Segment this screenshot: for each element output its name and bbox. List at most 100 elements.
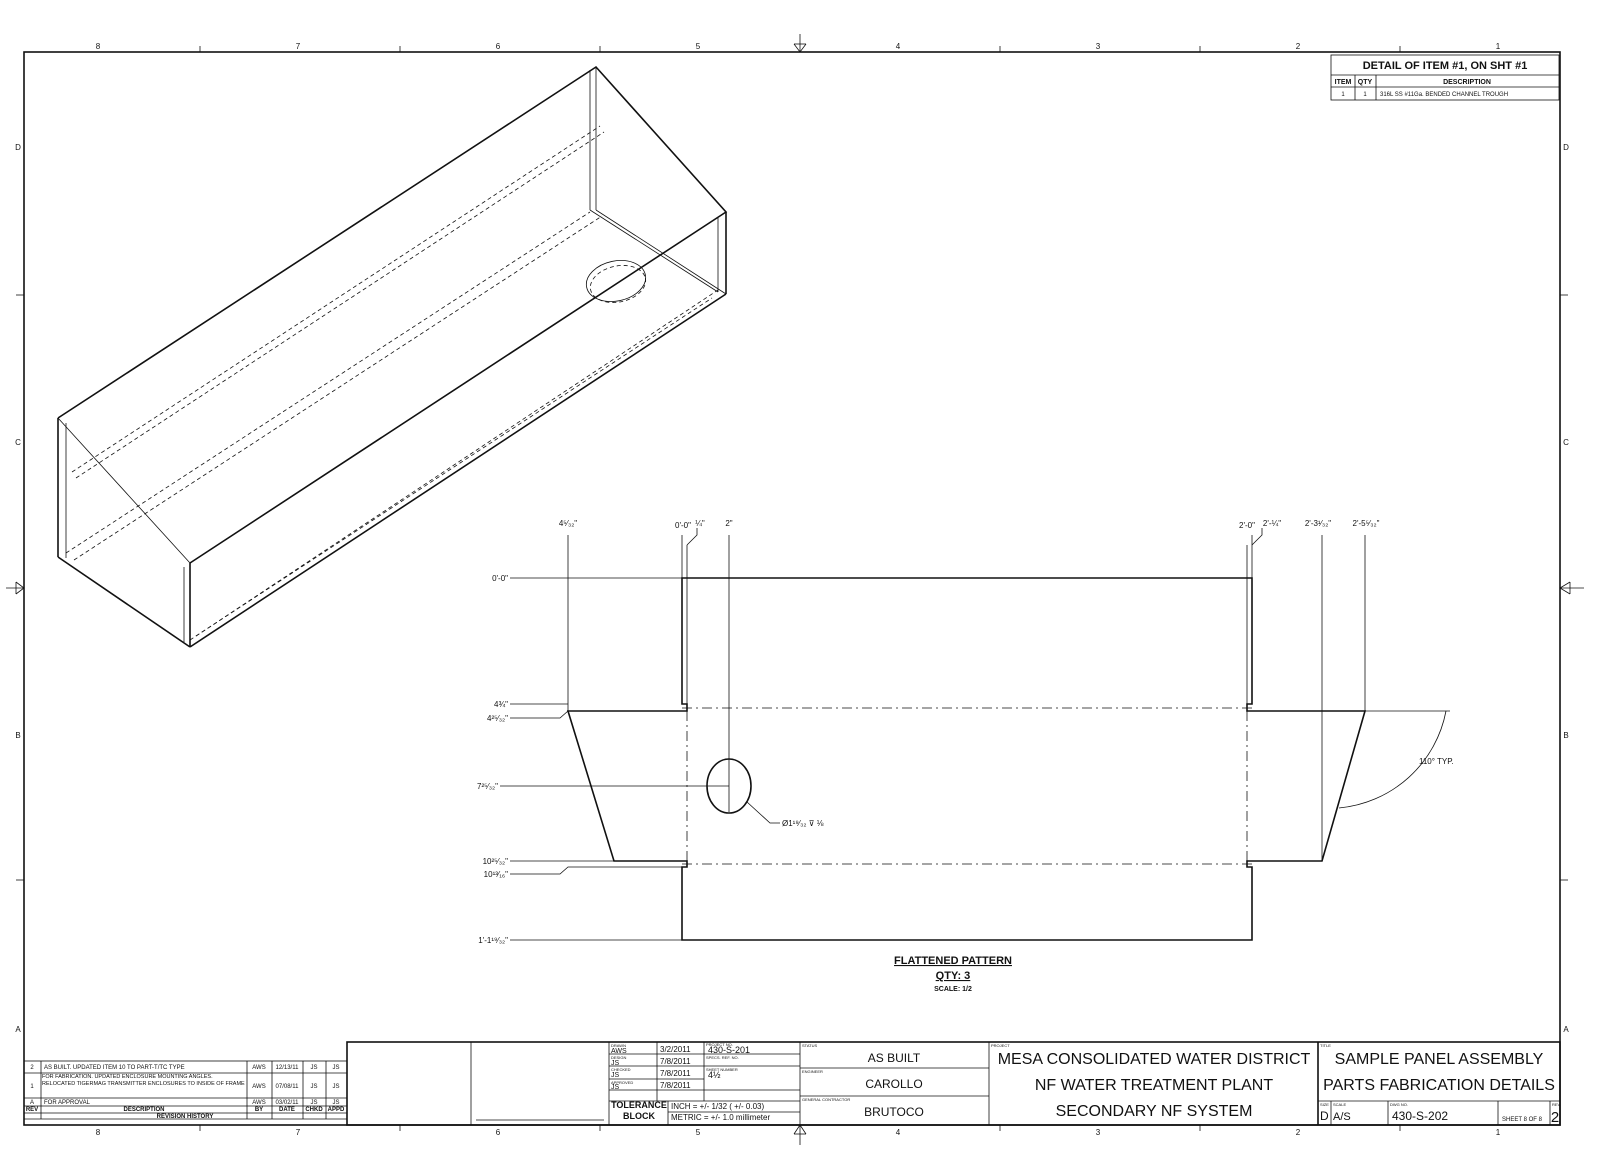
flattened-pattern-scale: SCALE: 1/2 bbox=[934, 986, 972, 993]
dim-top-two: 2" bbox=[725, 519, 732, 528]
dim-top-2ft-quarter: 2'-¼" bbox=[1263, 519, 1281, 528]
zone-labels: 8 7 6 5 4 3 2 1 8 7 6 5 4 3 2 1 D C B A … bbox=[15, 42, 1569, 1137]
spec-label: SPECS. REF. NO. bbox=[706, 1055, 739, 1060]
hole-callout: Ø1¹⁹⁄₃₂ ⊽ ⅛ bbox=[782, 819, 824, 828]
dim-top-left: 4⁵⁄₃₂" bbox=[559, 519, 577, 528]
flattened-pattern-view bbox=[500, 528, 1450, 941]
tolerance-metric: METRIC = +/- 1.0 millimeter bbox=[671, 1113, 770, 1122]
dwg-no: 430-S-202 bbox=[1392, 1109, 1448, 1123]
dim-top-2ft-3: 2'-3¹⁄₃₂" bbox=[1305, 519, 1331, 528]
dim-left-zero: 0'-0" bbox=[492, 574, 508, 583]
dim-left-4-25-32: 4²⁵⁄₃₂" bbox=[487, 714, 508, 723]
rev-row-desc: FOR APPROVAL bbox=[44, 1100, 91, 1106]
desc-header: DESCRIPTION bbox=[123, 1107, 164, 1113]
zone-label-bottom: 2 bbox=[1296, 1128, 1301, 1137]
dim-top-zero: 0'-0" bbox=[675, 521, 691, 530]
by-header: BY bbox=[255, 1107, 263, 1113]
rev-value: 2 bbox=[1551, 1109, 1559, 1126]
angle-callout: 110° TYP. bbox=[1419, 757, 1454, 766]
isometric-trough-view bbox=[57, 65, 728, 648]
dim-left-1ft-1: 1'-1¹⁹⁄₃₂" bbox=[478, 936, 508, 945]
flattened-pattern-title: FLATTENED PATTERN bbox=[894, 955, 1012, 967]
zone-label-right: B bbox=[1563, 731, 1568, 740]
dim-left-7-25-32: 7²⁵⁄₃₂" bbox=[477, 782, 498, 791]
center-mark-top-icon bbox=[793, 34, 807, 53]
zone-label-bottom: 5 bbox=[696, 1128, 701, 1137]
rev-header: REV bbox=[26, 1107, 38, 1113]
zone-label-bottom: 6 bbox=[496, 1128, 501, 1137]
rev-row-by: AWS bbox=[252, 1084, 265, 1090]
title-block: DRAWN AWS 3/2/2011 DESIGN JS 7/8/2011 CH… bbox=[346, 1041, 1561, 1126]
center-mark-bottom-icon bbox=[793, 1124, 807, 1145]
project-line-2: NF WATER TREATMENT PLANT bbox=[1035, 1077, 1273, 1094]
zone-label-top: 4 bbox=[896, 42, 901, 51]
drawn-date: 3/2/2011 bbox=[660, 1045, 691, 1054]
size-label: SIZE bbox=[1320, 1102, 1329, 1107]
zone-label-top: 2 bbox=[1296, 42, 1301, 51]
zone-label-top: 6 bbox=[496, 42, 501, 51]
zone-label-top: 8 bbox=[96, 42, 101, 51]
rev-row-by: AWS bbox=[252, 1065, 265, 1071]
rev-row-date: 12/13/11 bbox=[276, 1065, 300, 1071]
description-value: 316L SS #11Ga. BENDED CHANNEL TROUGH bbox=[1380, 92, 1508, 98]
zone-label-left: D bbox=[15, 143, 21, 152]
zone-label-top: 1 bbox=[1496, 42, 1501, 51]
tolerance-label: TOLERANCE bbox=[611, 1100, 667, 1110]
rev-row-date: 03/02/11 bbox=[276, 1100, 300, 1106]
checked-date: 7/8/2011 bbox=[660, 1069, 691, 1078]
project-label: PROJECT bbox=[991, 1043, 1010, 1048]
dim-top-quarter: ¼" bbox=[695, 519, 705, 528]
engineer-label: ENGINEER bbox=[802, 1069, 823, 1074]
tolerance-label: BLOCK bbox=[623, 1111, 655, 1121]
scale-label: SCALE bbox=[1333, 1102, 1346, 1107]
date-header: DATE bbox=[279, 1107, 295, 1113]
tolerance-inch: INCH = +/- 1/32 ( +/- 0.03) bbox=[671, 1102, 764, 1111]
drawn-by: AWS bbox=[611, 1048, 627, 1055]
project-line-3: SECONDARY NF SYSTEM bbox=[1056, 1103, 1253, 1120]
title-line-2: PARTS FABRICATION DETAILS bbox=[1323, 1077, 1555, 1094]
item-value: 1 bbox=[1341, 92, 1345, 98]
zone-label-top: 5 bbox=[696, 42, 701, 51]
zone-label-right: D bbox=[1563, 143, 1569, 152]
drawn-label: DRAWN bbox=[611, 1043, 626, 1048]
zone-label-left: C bbox=[15, 438, 21, 447]
zone-label-bottom: 4 bbox=[896, 1128, 901, 1137]
revision-history-table: 2 AS BUILT. UPDATED ITEM 10 TO PART-T/TC… bbox=[23, 1060, 348, 1126]
zone-label-right: A bbox=[1563, 1025, 1569, 1034]
title-label: TITLE bbox=[1320, 1043, 1331, 1048]
rev-row-chkd: JS bbox=[310, 1100, 317, 1106]
rev-row-rev: 2 bbox=[30, 1065, 34, 1071]
designed-label: DESIGN bbox=[611, 1055, 626, 1060]
approved-by: JS bbox=[611, 1084, 620, 1091]
zone-label-top: 3 bbox=[1096, 42, 1101, 51]
sheet-of: SHEET 8 OF 8 bbox=[1502, 1117, 1543, 1123]
chkd-header: CHKD bbox=[305, 1107, 323, 1113]
zone-label-bottom: 3 bbox=[1096, 1128, 1101, 1137]
status-value: AS BUILT bbox=[868, 1051, 921, 1065]
designed-date: 7/8/2011 bbox=[660, 1057, 691, 1066]
drawing-border bbox=[6, 34, 1584, 1145]
approved-date: 7/8/2011 bbox=[660, 1081, 691, 1090]
dim-left-10-25-32: 10²⁵⁄₃₂" bbox=[483, 857, 509, 866]
checked-by: JS bbox=[611, 1072, 620, 1079]
rev-row-by: AWS bbox=[252, 1100, 265, 1106]
rev-row-appd: JS bbox=[332, 1100, 339, 1106]
rev-row-rev: 1 bbox=[30, 1084, 34, 1090]
designed-by: JS bbox=[611, 1060, 620, 1067]
contractor-label: GENERAL CONTRACTOR bbox=[802, 1097, 850, 1102]
item-detail-title: DETAIL OF ITEM #1, ON SHT #1 bbox=[1363, 60, 1528, 72]
zone-label-left: B bbox=[15, 731, 20, 740]
zone-label-bottom: 1 bbox=[1496, 1128, 1501, 1137]
zone-label-bottom: 7 bbox=[296, 1128, 301, 1137]
zone-label-bottom: 8 bbox=[96, 1128, 101, 1137]
appd-header: APPD bbox=[328, 1107, 345, 1113]
rev-row-appd: JS bbox=[332, 1065, 339, 1071]
project-no: 430-S-201 bbox=[708, 1045, 750, 1055]
dim-left-10-13-16: 10¹³⁄₁₆" bbox=[484, 870, 508, 879]
sheet-number: 4½ bbox=[708, 1070, 721, 1080]
item-header: ITEM bbox=[1335, 79, 1352, 86]
scale-value: A/S bbox=[1333, 1111, 1351, 1123]
rev-row-desc: AS BUILT. UPDATED ITEM 10 TO PART-T/TC T… bbox=[44, 1065, 185, 1071]
zone-label-right: C bbox=[1563, 438, 1569, 447]
